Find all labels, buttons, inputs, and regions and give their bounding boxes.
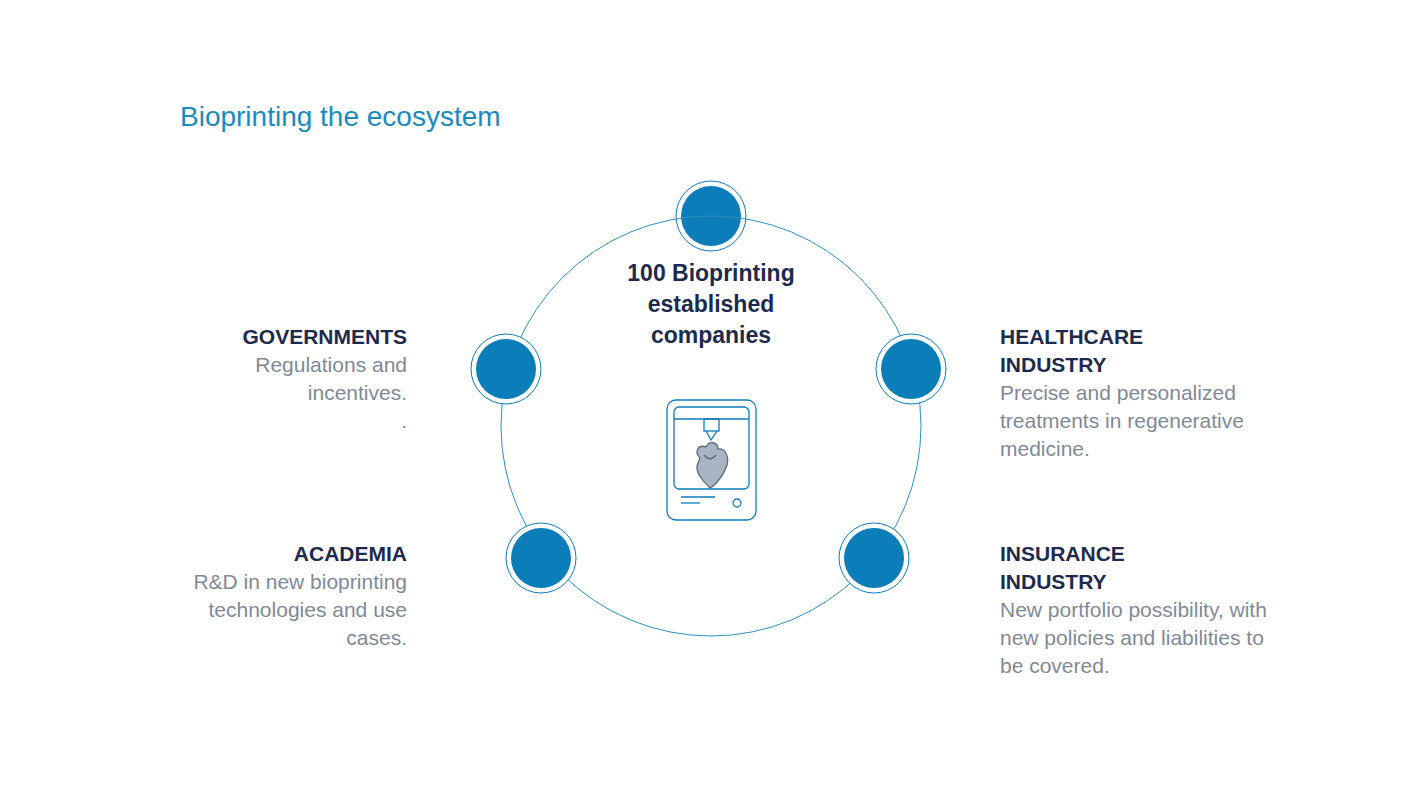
stakeholder-heading: GOVERNMENTS — [197, 323, 407, 351]
stakeholder-dot: HEALTHCARE INDUSTRYPrecise and personali… — [875, 333, 947, 405]
stakeholder-dot: INSURANCE INDUSTRYNew portfolio possibil… — [838, 522, 910, 594]
stakeholder-heading: INSURANCE INDUSTRY — [1000, 540, 1200, 596]
stakeholder-heading: ACADEMIA — [157, 540, 407, 568]
dot-marker — [838, 522, 910, 594]
center-text: 100 Bioprinting established companies — [601, 258, 821, 351]
stakeholder-description: R&D in new bioprinting technologies and … — [157, 568, 407, 652]
stakeholder-text: INSURANCE INDUSTRYNew portfolio possibil… — [1000, 540, 1290, 680]
dot-marker — [470, 333, 542, 405]
stakeholder-text: ACADEMIAR&D in new bioprinting technolog… — [157, 540, 407, 652]
stakeholder-description: Regulations and incentives. — [197, 351, 407, 407]
stakeholder-dot: GOVERNMENTSRegulations and incentives. — [470, 333, 542, 405]
diagram-title: Bioprinting the ecosystem — [180, 101, 501, 133]
note-label: . — [147, 407, 407, 435]
stakeholder-description: Precise and personalized treatments in r… — [1000, 379, 1290, 463]
stakeholder-dot: ACADEMIAR&D in new bioprinting technolog… — [505, 522, 577, 594]
stakeholder-text: GOVERNMENTSRegulations and incentives. — [197, 323, 407, 407]
dot-marker — [505, 522, 577, 594]
dot-marker — [875, 333, 947, 405]
bioprinter-icon — [667, 400, 756, 520]
stakeholder-heading: HEALTHCARE INDUSTRY — [1000, 323, 1200, 379]
stakeholder-text: HEALTHCARE INDUSTRYPrecise and personali… — [1000, 323, 1290, 463]
center-heading: 100 Bioprinting established companies — [601, 258, 821, 351]
stakeholder-description: New portfolio possibility, with new poli… — [1000, 596, 1290, 680]
